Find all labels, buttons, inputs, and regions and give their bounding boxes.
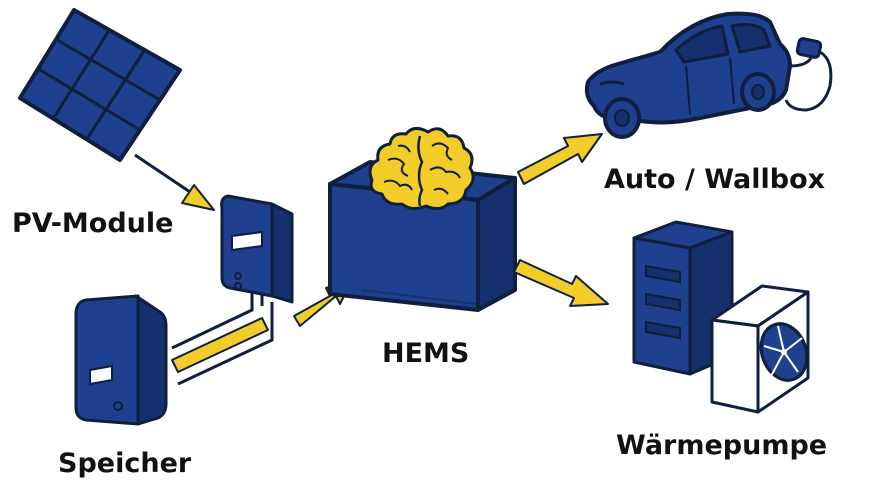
hems-to-heatpump-arrow <box>513 259 609 307</box>
pv-module-label: PV-Module <box>12 208 174 239</box>
pv-to-inverter-arrow <box>134 153 215 211</box>
brain-icon <box>368 127 475 211</box>
heat-pump-icon <box>632 220 810 414</box>
car-icon <box>584 11 792 139</box>
hems-label: HEMS <box>382 338 470 369</box>
fan-icon <box>759 322 809 382</box>
solar-panel-icon <box>18 8 182 162</box>
battery-storage-icon <box>74 294 168 426</box>
waermepumpe-label: Wärmepumpe <box>616 430 828 461</box>
charging-plug-icon <box>784 37 833 112</box>
speicher-label: Speicher <box>58 448 192 479</box>
auto-wallbox-label: Auto / Wallbox <box>604 164 826 195</box>
hems-to-car-arrow <box>517 133 603 185</box>
inverter-icon <box>220 194 294 304</box>
power-cables <box>171 286 274 386</box>
